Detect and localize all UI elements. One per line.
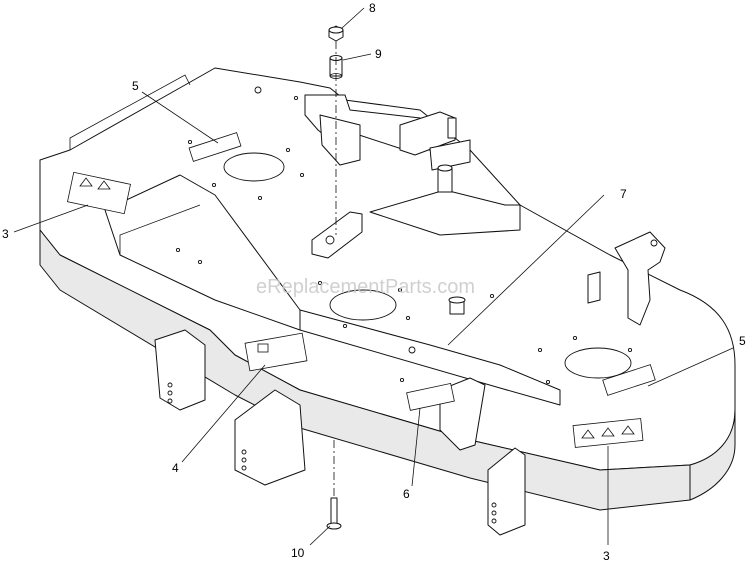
watermark-text: eReplacementParts.com xyxy=(256,276,475,298)
callout-3-bottom: 3 xyxy=(603,549,610,563)
right-rear-bracket xyxy=(587,231,666,326)
decal-right xyxy=(602,364,656,396)
pivot-plate xyxy=(311,211,363,259)
front-left-mount-arm xyxy=(154,329,206,411)
callout-6: 6 xyxy=(403,487,410,501)
rear-hitch-bracket xyxy=(304,94,471,193)
bolt-item-10 xyxy=(326,497,342,530)
callout-8: 8 xyxy=(369,1,376,15)
spindle-opening-right xyxy=(564,347,632,379)
callout-4: 4 xyxy=(172,461,179,475)
nut-item-8 xyxy=(328,25,344,42)
spindle-opening-center xyxy=(329,289,397,321)
callout-7: 7 xyxy=(620,187,627,201)
spindle-opening-left xyxy=(223,152,285,182)
mounting-holes xyxy=(175,86,645,395)
callout-3-left: 3 xyxy=(2,227,9,241)
decal-front-left xyxy=(244,332,308,372)
callout-9: 9 xyxy=(375,47,382,61)
decal-top-left xyxy=(188,132,242,162)
callout-5-right: 5 xyxy=(739,334,746,348)
decal-front-center xyxy=(406,382,455,411)
decal-safety-left xyxy=(67,171,131,215)
front-center-mount-arm xyxy=(234,389,306,486)
callout-5-top: 5 xyxy=(132,79,139,93)
spindle-boss xyxy=(448,296,466,315)
leader-lines xyxy=(13,7,734,546)
front-right-mount-arm xyxy=(487,447,526,536)
mower-deck-shell xyxy=(39,67,736,511)
callout-10: 10 xyxy=(291,546,305,560)
decal-safety-front-right xyxy=(572,418,644,448)
